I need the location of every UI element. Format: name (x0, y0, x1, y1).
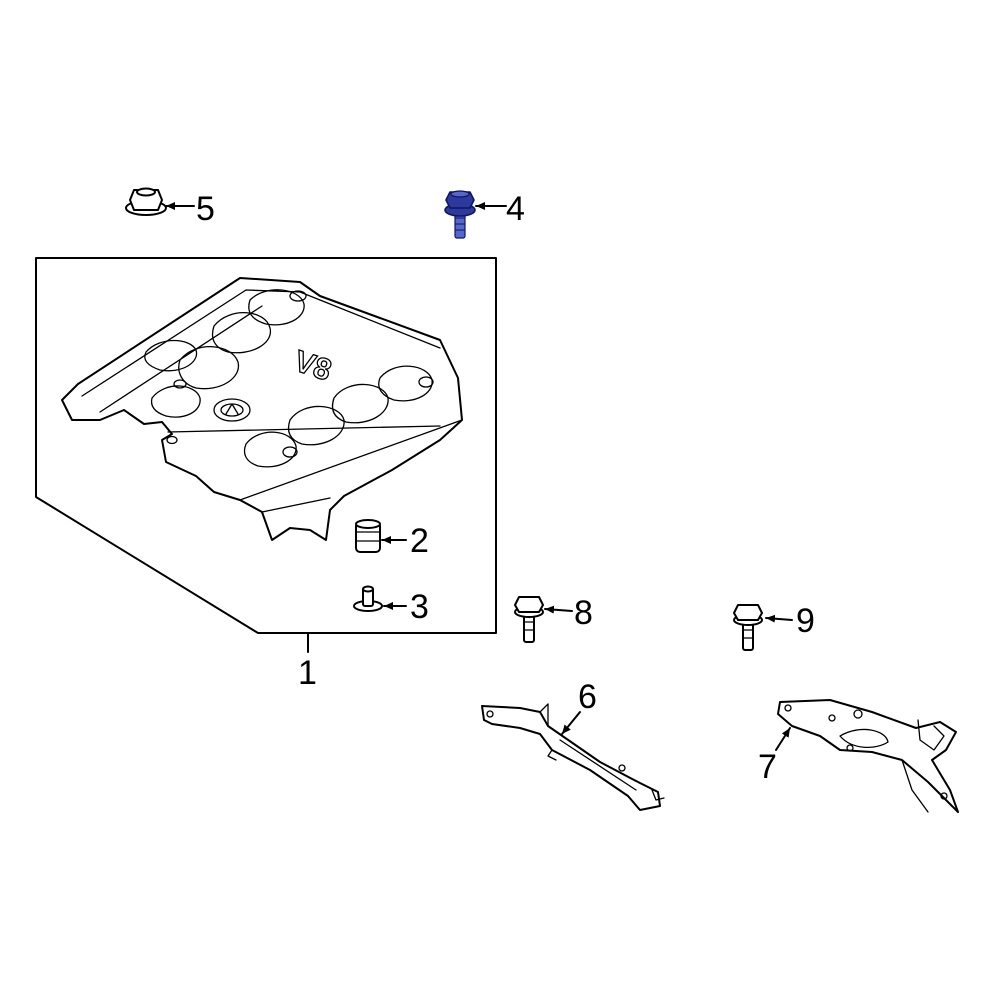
assembly-boundary (35, 257, 497, 653)
callout-1: 1 (298, 654, 317, 692)
callout-5: 5 (196, 190, 215, 228)
bracket-left[interactable] (481, 703, 665, 811)
bracket-right[interactable] (777, 699, 959, 813)
flange-nut[interactable] (125, 187, 167, 216)
engine-cover[interactable]: V8 (61, 277, 463, 541)
callout-6: 6 (578, 678, 597, 716)
clip[interactable] (353, 585, 383, 612)
callout-8: 8 (574, 594, 593, 632)
callout-2: 2 (410, 522, 429, 560)
callout-7: 7 (758, 748, 777, 786)
grommet[interactable] (355, 519, 381, 553)
infiniti-logo-icon (213, 398, 251, 422)
bolt-8[interactable] (514, 596, 544, 643)
highlighted-bolt[interactable] (444, 190, 476, 239)
callout-4: 4 (506, 190, 525, 228)
callout-9: 9 (796, 602, 815, 640)
bolt-9[interactable] (733, 604, 763, 651)
leader-lines (165, 202, 793, 751)
callout-3: 3 (410, 588, 429, 626)
